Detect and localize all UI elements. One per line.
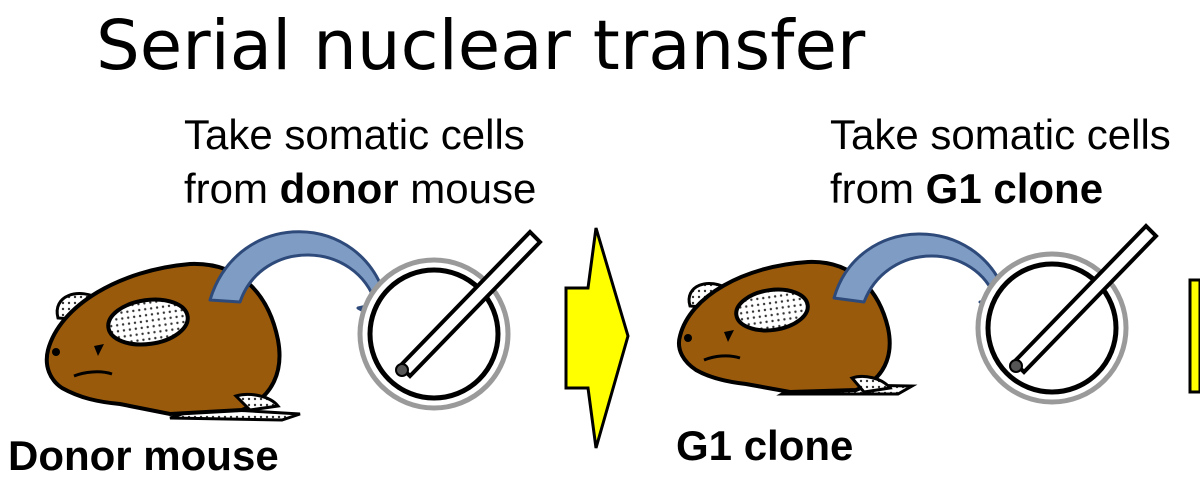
- step1-caption: Take somatic cells from donor mouse: [184, 108, 536, 216]
- step2-caption: Take somatic cells from G1 clone: [830, 108, 1171, 216]
- step1-caption-line2: from donor mouse: [184, 162, 536, 216]
- donor-mouse-label: Donor mouse: [8, 432, 279, 479]
- step1-caption-post: mouse: [398, 165, 537, 212]
- step2-caption-bold: G1 clone: [925, 165, 1104, 212]
- next-step-arrow-icon: [1188, 278, 1200, 394]
- step-arrow-icon: [564, 227, 630, 449]
- step1-micropipette-icon: [395, 229, 543, 379]
- step2-caption-line1: Take somatic cells: [830, 111, 1171, 158]
- donor-mouse-icon: [44, 261, 301, 422]
- step1-caption-pre: from: [184, 165, 280, 212]
- page-title: Serial nuclear transfer: [96, 6, 866, 86]
- step2-caption-pre: from: [830, 165, 926, 212]
- step1-caption-bold: donor: [279, 165, 399, 212]
- step1-caption-line1: Take somatic cells: [184, 111, 525, 158]
- step2-micropipette-icon: [1009, 223, 1159, 375]
- g1-clone-label: G1 clone: [676, 422, 854, 469]
- step2-caption-line2: from G1 clone: [830, 162, 1171, 216]
